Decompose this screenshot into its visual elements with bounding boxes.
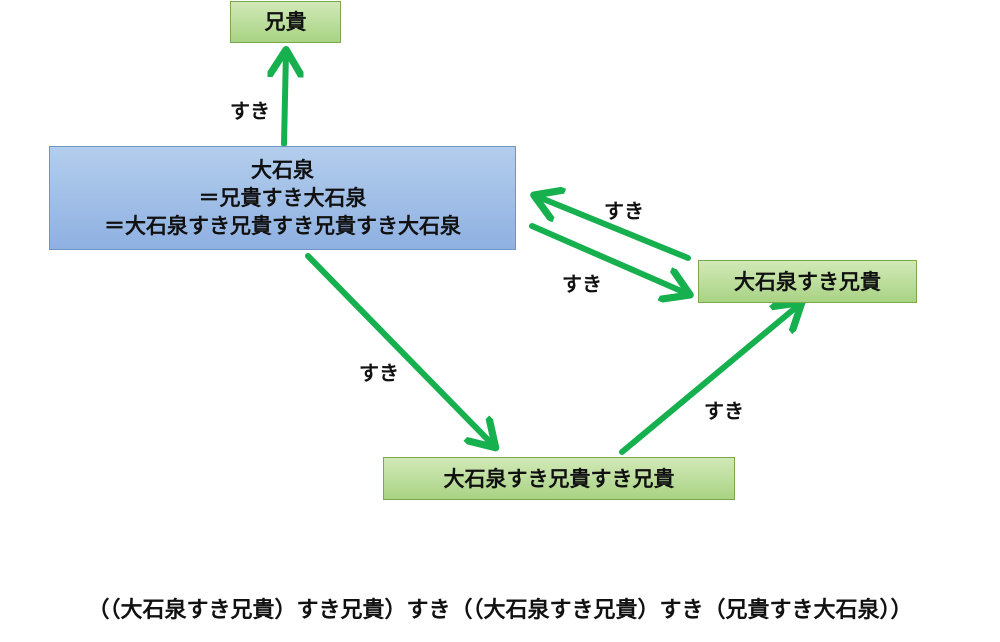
- edge-label-main-to-bottom: すき: [359, 361, 399, 385]
- edge-right-to-main: [536, 196, 691, 261]
- edge-bottom-to-right: [619, 304, 800, 455]
- edge-label-right-to-main: すき: [604, 199, 644, 223]
- node-oishi-suki-aniki: 大石泉すき兄貴: [698, 260, 917, 303]
- formula-text: （（大石泉すき兄貴）すき兄貴）すき（（大石泉すき兄貴）すき（兄貴すき大石泉））: [87, 598, 913, 623]
- node-main-line-1: 大石泉: [251, 158, 314, 182]
- node-oishi-suki-aniki-label: 大石泉すき兄貴: [734, 269, 881, 294]
- edge-main-to-aniki: [284, 52, 286, 147]
- edge-label-to-aniki: すき: [230, 99, 270, 123]
- node-aniki: 兄貴: [230, 1, 341, 43]
- node-main: 大石泉 ＝兄貴すき大石泉 ＝大石泉すき兄貴すき兄貴すき大石泉: [49, 146, 516, 250]
- node-aniki-label: 兄貴: [264, 10, 307, 34]
- edge-main-to-right: [529, 223, 688, 294]
- edge-label-main-to-right: すき: [562, 272, 602, 296]
- node-main-line-2: ＝兄貴すき大石泉: [198, 186, 367, 210]
- edge-label-bottom-to-right: すき: [704, 399, 744, 423]
- node-oishi-suki-aniki-suki-aniki: 大石泉すき兄貴すき兄貴: [383, 457, 735, 500]
- edge-main-to-bottom: [305, 253, 494, 446]
- node-main-line-3: ＝大石泉すき兄貴すき兄貴すき大石泉: [104, 214, 461, 238]
- node-oishi-suki-aniki-suki-aniki-label: 大石泉すき兄貴すき兄貴: [443, 466, 675, 491]
